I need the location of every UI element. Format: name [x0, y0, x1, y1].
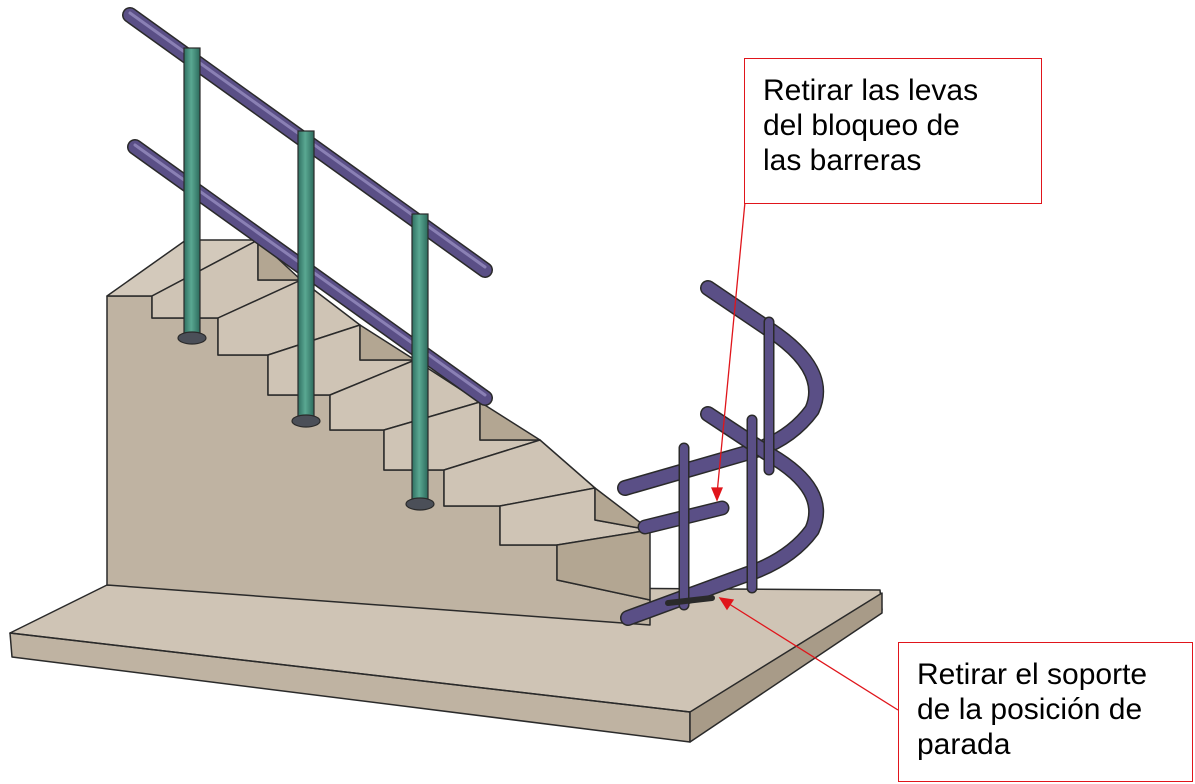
floor-slab [9, 584, 883, 743]
callout-remove-stop-support: Retirar el soporte de la posición de par… [898, 642, 1193, 782]
leader-lines [711, 201, 899, 711]
handrail-posts [177, 47, 435, 511]
callout-remove-lock-cams: Retirar las levas del bloqueo de las bar… [744, 58, 1042, 204]
stairlift-rail [617, 280, 825, 626]
